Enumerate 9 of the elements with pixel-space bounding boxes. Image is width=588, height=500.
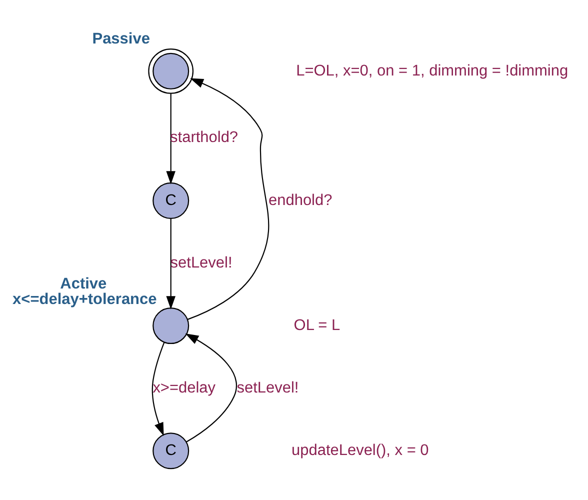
label: OL = L <box>294 316 340 334</box>
node-label: Active <box>60 274 107 292</box>
node-label: Passive <box>92 30 150 48</box>
label: L=OL, x=0, on = 1, dimming = !dimming <box>296 62 568 79</box>
edge-label: setLevel! <box>236 378 299 396</box>
edge-label: x>=delay <box>152 378 216 396</box>
label: updateLevel(), x = 0 <box>291 441 429 458</box>
node-label: x<=delay+tolerance <box>12 290 157 308</box>
edge-label: endhold? <box>268 191 332 208</box>
